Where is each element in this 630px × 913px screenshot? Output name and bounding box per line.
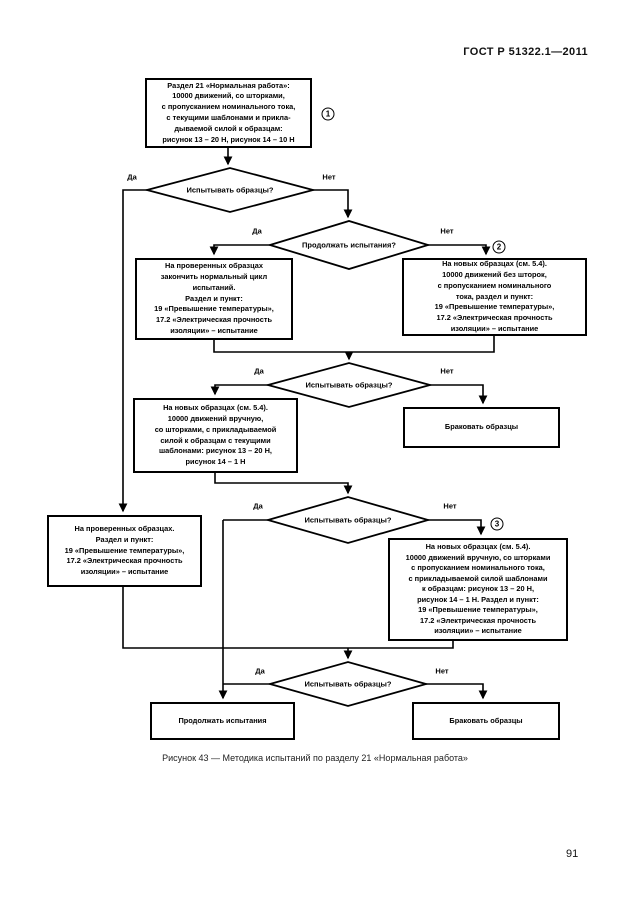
start-box: Раздел 21 «Нормальная работа»: 10000 дви…: [145, 78, 312, 148]
decision-4-shape: [264, 496, 432, 544]
label-no-2: Нет: [440, 226, 454, 236]
marker-circle-1: 1: [321, 107, 335, 121]
connector-merge-1: [213, 335, 495, 353]
connector-d4-no: [428, 519, 486, 536]
marker-circle-3: 3: [490, 517, 504, 531]
decision-3-text: Испытывать образцы?: [305, 380, 393, 390]
connector-d1-no: [313, 189, 353, 219]
connector-d1-yes: [118, 189, 147, 513]
label-no-4: Нет: [443, 501, 457, 511]
marker-circle-2: 2: [492, 240, 506, 254]
page-header: ГОСТ Р 51322.1—2011: [463, 46, 588, 58]
label-yes-3: Да: [254, 366, 264, 376]
connector-d3-no: [430, 384, 488, 405]
box-finish-cycle: На проверенных образцах закончить нормал…: [135, 258, 293, 340]
box-reject-second: Браковать образцы: [412, 702, 560, 740]
page-number: 91: [566, 848, 579, 860]
connector-merge-2: [122, 587, 454, 649]
label-yes-5: Да: [255, 666, 265, 676]
connector-d2-no: [428, 244, 491, 256]
box-tested-samples: На проверенных образцах. Раздел и пункт:…: [47, 515, 202, 587]
label-yes-1: Да: [127, 172, 137, 182]
decision-2-text: Продолжать испытания?: [302, 240, 396, 250]
label-no-1: Нет: [322, 172, 336, 182]
box-new-without-shutters: На новых образцах (см. 5.4). 10000 движе…: [402, 258, 587, 336]
decision-3-shape: [264, 362, 434, 408]
box-reject-first: Браковать образцы: [403, 407, 560, 448]
label-no-5: Нет: [435, 666, 449, 676]
box-continue-tests: Продолжать испытания: [150, 702, 295, 740]
label-yes-4: Да: [253, 501, 263, 511]
label-yes-2: Да: [252, 226, 262, 236]
decision-1-text: Испытывать образцы?: [186, 185, 274, 195]
connector-d3-yes: [210, 384, 268, 396]
connector-d2-yes: [209, 244, 270, 256]
decision-2-shape: [266, 220, 432, 270]
decision-1-shape: [143, 167, 317, 213]
decision-5-text: Испытывать образцы?: [304, 679, 392, 689]
label-no-3: Нет: [440, 366, 454, 376]
connector-d5-no: [426, 683, 488, 700]
box-new-manual-with-shutters: На новых образцах (см. 5.4). 10000 движе…: [388, 538, 568, 641]
decision-5-shape: [266, 661, 430, 707]
box-new-manual: На новых образцах (см. 5.4). 10000 движе…: [133, 398, 298, 473]
decision-4-text: Испытывать образцы?: [304, 515, 392, 525]
connector-c-to-d4: [214, 473, 353, 495]
figure-caption: Рисунок 43 — Методика испытаний по разде…: [162, 753, 468, 763]
